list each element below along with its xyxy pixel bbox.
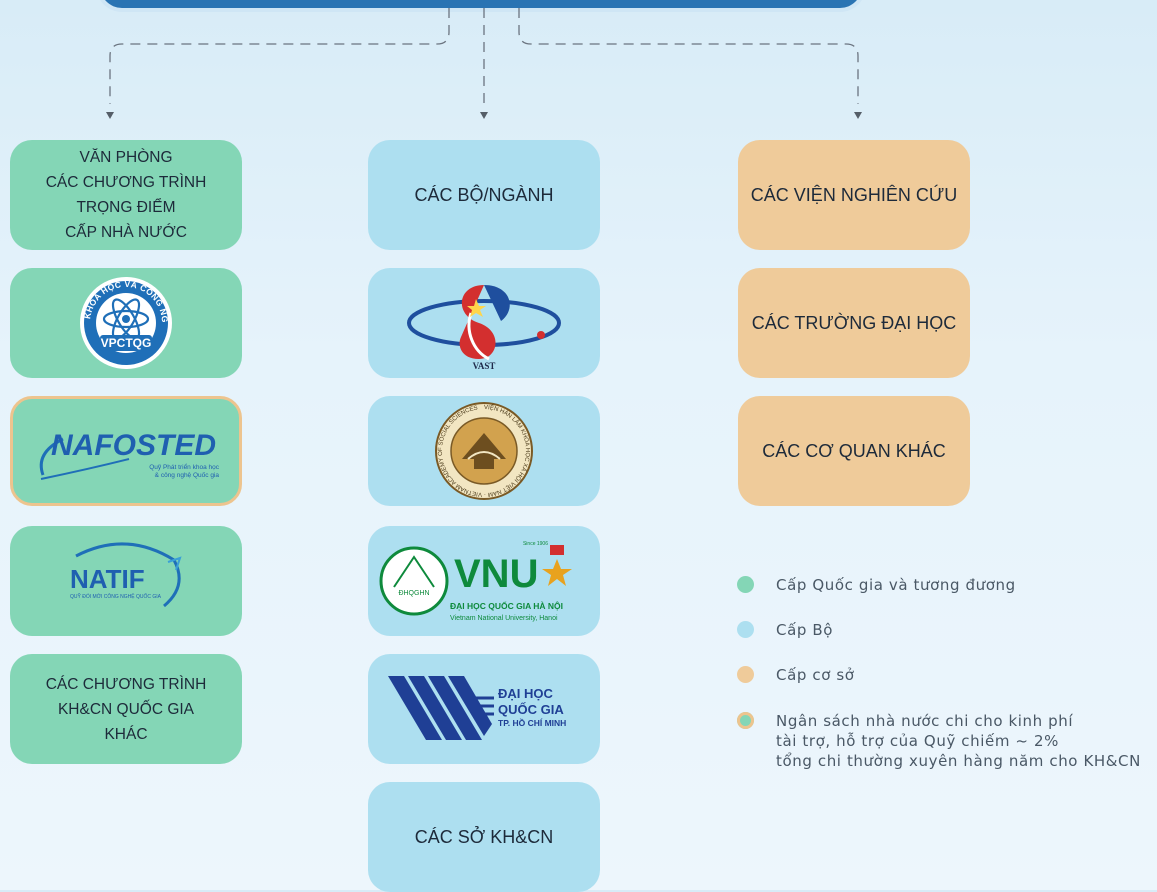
legend-item-national: Cấp Quốc gia và tương đương	[737, 575, 1016, 595]
legend-swatch-icon	[737, 576, 754, 593]
svg-text:VAST: VAST	[473, 361, 496, 371]
box-label: CÁC TRƯỜNG ĐẠI HỌC	[751, 312, 957, 333]
legend-item-ministry: Cấp Bộ	[737, 620, 833, 640]
vpctqg-logo: BỘ KHOA HỌC VÀ CÔNG NGHỆ VPCTQG	[76, 273, 172, 369]
svg-text:VPCTQG: VPCTQG	[101, 336, 152, 350]
arrow-down-icon	[480, 112, 488, 119]
box-label: CÁC SỞ KH&CN	[414, 826, 554, 847]
legend-swatch-icon	[737, 712, 754, 729]
legend-item-local: Cấp cơ sở	[737, 665, 855, 685]
box-national-programs-office: VĂN PHÒNG CÁC CHƯƠNG TRÌNH TRỌNG ĐIỂM CẤ…	[10, 140, 242, 250]
box-vast: VAST	[368, 268, 600, 378]
svg-text:Since 1906: Since 1906	[523, 541, 548, 547]
box-label: CÁC CƠ QUAN KHÁC	[762, 440, 946, 461]
svg-text:ĐẠI HỌC: ĐẠI HỌC	[498, 686, 554, 701]
box-other-agencies: CÁC CƠ QUAN KHÁC	[738, 396, 970, 506]
svg-text:QUỸ ĐỔI MỚI CÔNG NGHỆ QUỐC GIA: QUỸ ĐỔI MỚI CÔNG NGHỆ QUỐC GIA	[70, 592, 162, 600]
box-vnu-hcm: ĐẠI HỌC QUỐC GIA TP. HỒ CHÍ MINH	[368, 654, 600, 764]
svg-text:ĐẠI HỌC QUỐC GIA HÀ NỘI: ĐẠI HỌC QUỐC GIA HÀ NỘI	[450, 600, 563, 611]
box-label: CÁC CHƯƠNG TRÌNH KH&CN QUỐC GIA KHÁC	[45, 675, 207, 743]
box-natif: NATIF QUỸ ĐỔI MỚI CÔNG NGHỆ QUỐC GIA	[10, 526, 242, 636]
svg-text:VNU: VNU	[454, 552, 538, 596]
svg-text:QUỐC GIA: QUỐC GIA	[498, 702, 564, 717]
svg-text:NAFOSTED: NAFOSTED	[51, 429, 216, 462]
svg-text:Vietnam National University, H: Vietnam National University, Hanoi	[450, 615, 558, 622]
box-vass: VIỆN HÀN LÂM KHOA HỌC XÃ HỘI VIỆT NAM · …	[368, 396, 600, 506]
vass-logo: VIỆN HÀN LÂM KHOA HỌC XÃ HỘI VIỆT NAM · …	[435, 402, 533, 500]
svg-text:Quỹ Phát triển khoa học: Quỹ Phát triển khoa học	[149, 463, 219, 471]
connector-right	[518, 8, 859, 104]
box-vnu: ĐHQGHN VNU Since 1906 ĐẠI HỌC QUỐC GIA H…	[368, 526, 600, 636]
legend-item-budget: Ngân sách nhà nước chi cho kinh phí tài …	[737, 711, 1141, 771]
vnu-hcm-logo: ĐẠI HỌC QUỐC GIA TP. HỒ CHÍ MINH	[388, 676, 566, 740]
box-universities: CÁC TRƯỜNG ĐẠI HỌC	[738, 268, 970, 378]
svg-text:ĐHQGHN: ĐHQGHN	[398, 590, 429, 597]
nafosted-logo: NAFOSTED Quỹ Phát triển khoa học & công …	[39, 429, 220, 480]
vnu-logo: ĐHQGHN VNU Since 1906 ĐẠI HỌC QUỐC GIA H…	[379, 541, 572, 622]
legend-swatch-icon	[737, 621, 754, 638]
box-vpctqg: BỘ KHOA HỌC VÀ CÔNG NGHỆ VPCTQG	[10, 268, 242, 378]
arrow-down-icon	[854, 112, 862, 119]
box-ministries: CÁC BỘ/NGÀNH	[368, 140, 600, 250]
vast-logo: VAST	[407, 285, 561, 371]
legend-swatch-icon	[737, 666, 754, 683]
box-label: VĂN PHÒNG CÁC CHƯƠNG TRÌNH TRỌNG ĐIỂM CẤ…	[45, 149, 207, 241]
box-research-institutes: CÁC VIỆN NGHIÊN CỨU	[738, 140, 970, 250]
box-label: CÁC BỘ/NGÀNH	[414, 184, 554, 205]
svg-text:NATIF: NATIF	[70, 564, 145, 594]
box-label: CÁC VIỆN NGHIÊN CỨU	[750, 184, 958, 205]
natif-logo: NATIF QUỸ ĐỔI MỚI CÔNG NGHỆ QUỐC GIA	[70, 542, 182, 608]
header-bar	[100, 0, 862, 8]
svg-text:TP. HỒ CHÍ MINH: TP. HỒ CHÍ MINH	[498, 717, 566, 728]
box-nafosted: NAFOSTED Quỹ Phát triển khoa học & công …	[10, 396, 242, 506]
box-provincial-departments: CÁC SỞ KH&CN	[368, 782, 600, 892]
connector-left	[109, 8, 450, 104]
arrow-down-icon	[106, 112, 114, 119]
box-other-national-programs: CÁC CHƯƠNG TRÌNH KH&CN QUỐC GIA KHÁC	[10, 654, 242, 764]
svg-text:& công nghệ Quốc gia: & công nghệ Quốc gia	[155, 470, 220, 479]
connector-lines	[106, 8, 862, 119]
